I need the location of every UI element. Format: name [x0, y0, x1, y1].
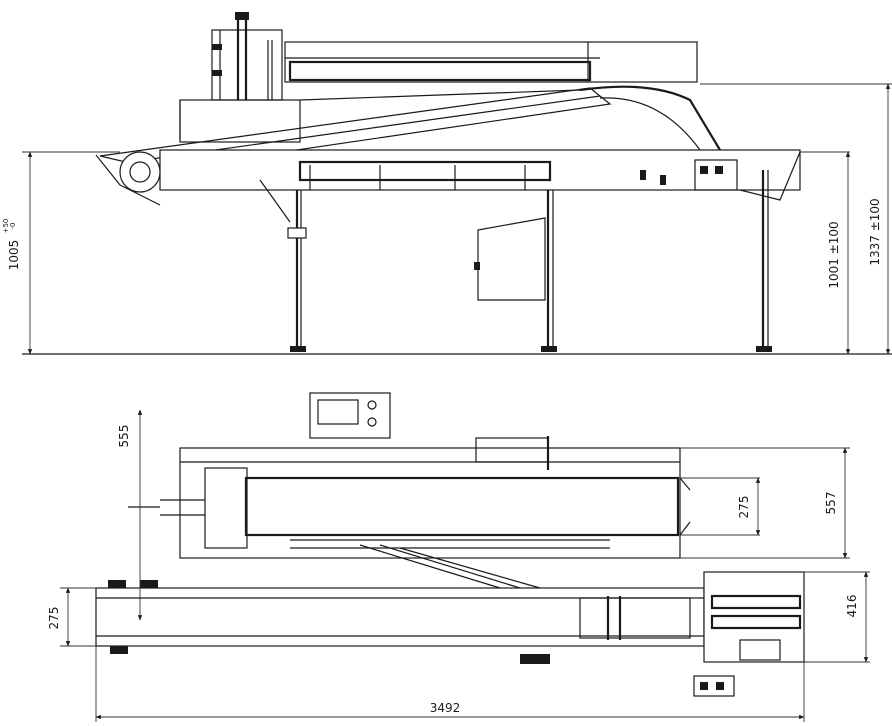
dim-top-belt-width: 275: [737, 496, 751, 519]
dim-side-left-tol-minus: -0: [9, 223, 17, 230]
legs: [259, 170, 772, 352]
dim-side-left-height: 1005: [7, 240, 21, 271]
discharge-chute: [579, 85, 721, 151]
lower-conveyor-plan: [95, 587, 705, 647]
tail-drum: [119, 151, 161, 193]
plan-view: 555 275 557 275 416 3492: [47, 392, 870, 722]
upper-conveyor-plan: [179, 447, 681, 559]
dim-overall-length: 3492: [430, 701, 461, 715]
diagonal-chute: [359, 544, 541, 589]
main-frame: [159, 149, 801, 191]
dim-side-left-tol-plus: +50: [2, 219, 10, 234]
dim-bottom-belt-width: 275: [47, 607, 61, 630]
side-view: 1005 +50 -0 1001 ±100 1337 ±100: [2, 12, 892, 355]
dim-top-offset: 555: [117, 425, 131, 448]
dim-bottom-width: 416: [845, 595, 859, 618]
dim-side-right-outer: 1337 ±100: [868, 198, 882, 265]
lower-hopper: [477, 217, 546, 301]
upper-belt: [244, 476, 680, 537]
dim-side-right-inner: 1001 ±100: [827, 221, 841, 288]
dim-top-width: 557: [824, 492, 838, 515]
